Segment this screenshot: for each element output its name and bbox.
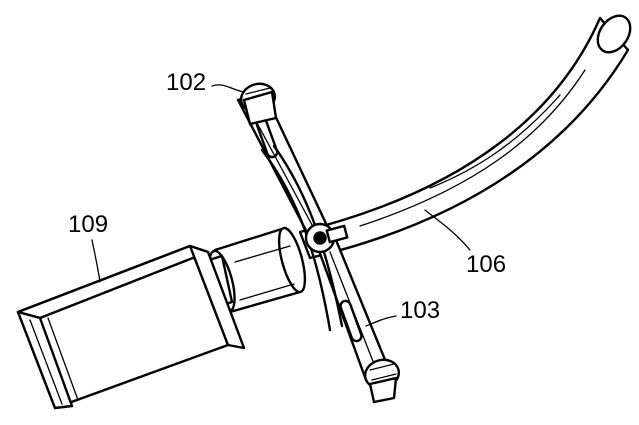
label-102: 102 (166, 69, 206, 96)
label-103: 103 (400, 297, 440, 324)
label-109: 109 (68, 211, 108, 238)
leader-103 (365, 315, 397, 327)
leader-106 (424, 209, 471, 251)
tube-106 (298, 14, 632, 260)
label-106: 106 (466, 251, 506, 278)
leader-109 (91, 239, 101, 283)
clamp-assembly (236, 82, 401, 404)
leader-lines (91, 84, 471, 327)
box-109 (16, 244, 246, 410)
leader-102 (211, 84, 245, 93)
